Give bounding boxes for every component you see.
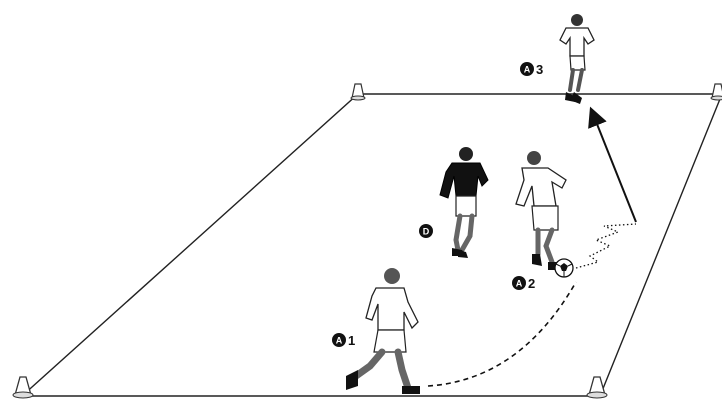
- svg-text:1: 1: [348, 333, 355, 348]
- dribble-path: [576, 224, 636, 268]
- svg-text:A: A: [336, 336, 343, 346]
- svg-text:D: D: [423, 227, 430, 237]
- label-a2: A 2: [512, 276, 535, 291]
- svg-text:2: 2: [528, 276, 535, 291]
- run-arrow: [593, 114, 636, 222]
- svg-text:3: 3: [536, 62, 543, 77]
- player-a3: [560, 14, 594, 104]
- pass-path: [428, 282, 576, 386]
- player-defender: [440, 147, 488, 258]
- svg-text:A: A: [524, 65, 531, 75]
- label-defender: D: [419, 224, 433, 238]
- svg-text:A: A: [516, 279, 523, 289]
- label-a3: A 3: [520, 62, 543, 77]
- label-a1: A 1: [332, 333, 355, 348]
- cone-top-right: [711, 84, 722, 100]
- player-a1: [346, 268, 420, 394]
- cone-bottom-left: [13, 377, 33, 398]
- field-boundary: [22, 94, 722, 396]
- cone-top-left: [351, 84, 365, 100]
- ball-icon: [555, 259, 573, 277]
- player-a2: [516, 151, 566, 270]
